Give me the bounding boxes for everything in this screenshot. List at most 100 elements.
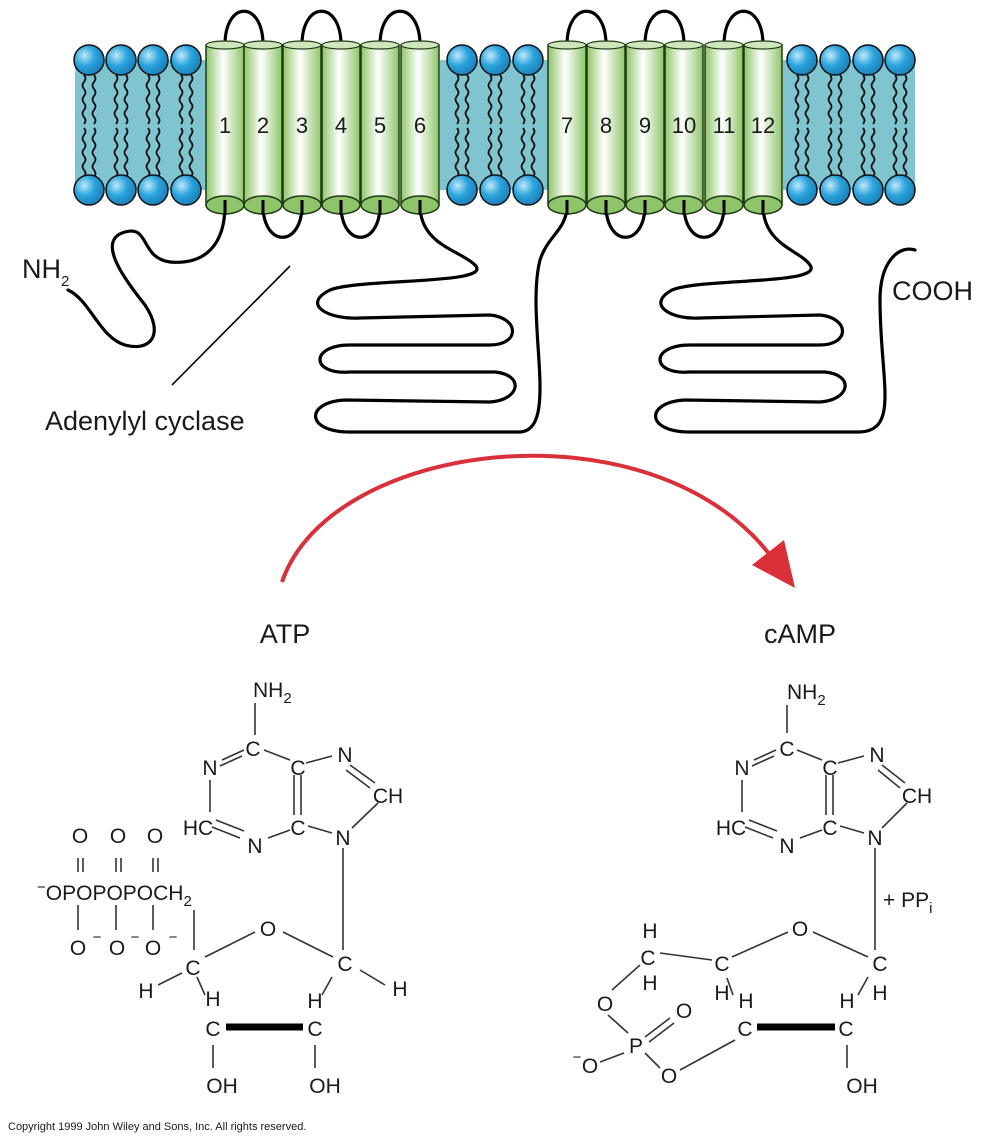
lipid-head bbox=[105, 44, 137, 76]
atom-h: H bbox=[738, 990, 753, 1013]
lipid-tail bbox=[497, 74, 503, 125]
lipid-tail bbox=[155, 74, 161, 125]
helix-label: 11 bbox=[713, 113, 736, 138]
ring-oxygen: O bbox=[260, 918, 276, 941]
helix-label: 2 bbox=[257, 113, 269, 138]
loop-4-5 bbox=[339, 203, 382, 239]
lipid-tail bbox=[827, 127, 833, 178]
helix-label: 6 bbox=[414, 113, 426, 138]
helix-label: 7 bbox=[561, 113, 573, 138]
lipid-head bbox=[819, 44, 851, 76]
substrate-label: ATP bbox=[260, 619, 311, 649]
helix-label: 5 bbox=[374, 113, 386, 138]
lipid-tail bbox=[113, 74, 119, 125]
hydroxyl: OH bbox=[846, 1075, 878, 1098]
lipid-tail bbox=[837, 127, 843, 178]
lipid-tail bbox=[81, 74, 87, 125]
charge-minus: − bbox=[131, 929, 140, 946]
atom-c3-prime: C bbox=[737, 1018, 752, 1041]
atom-c1-prime: C bbox=[872, 953, 887, 976]
helix-11: 11 bbox=[704, 40, 744, 215]
loop-11-12 bbox=[722, 9, 765, 47]
loop-9-10 bbox=[643, 9, 686, 47]
atom-c4-prime: C bbox=[714, 953, 729, 976]
atom-h: H bbox=[839, 990, 854, 1013]
pyrophosphate-label: + PPi bbox=[883, 889, 932, 917]
lipid-tail bbox=[860, 74, 866, 125]
atom-n9: N bbox=[335, 827, 350, 850]
lipid-head bbox=[73, 44, 105, 76]
atom-c5: C bbox=[822, 757, 837, 780]
phosphate-o: O bbox=[72, 825, 88, 848]
lipid-tail bbox=[487, 74, 493, 125]
atom-h: H bbox=[138, 980, 153, 1003]
lipid-head bbox=[786, 174, 818, 206]
helix-12: 12 bbox=[743, 40, 783, 215]
atom-n1: N bbox=[734, 757, 749, 780]
atom-c6: C bbox=[779, 738, 794, 761]
helix-10: 10 bbox=[664, 40, 704, 215]
atom-c2: HC bbox=[183, 817, 213, 840]
loop-10-11 bbox=[682, 203, 726, 239]
lipid-tail bbox=[860, 127, 866, 178]
atom-n7: N bbox=[337, 744, 352, 767]
lipid-tail bbox=[178, 127, 184, 178]
lipid-head bbox=[170, 44, 202, 76]
cytoplasmic-domain-c1 bbox=[314, 203, 569, 434]
atom-n3: N bbox=[247, 835, 262, 858]
phosphate-o: O bbox=[676, 1000, 692, 1023]
atom-h: H bbox=[642, 972, 657, 995]
lipid-tail bbox=[464, 127, 470, 178]
atp-nh2: NH2 bbox=[253, 679, 292, 707]
lipid-tail bbox=[520, 74, 526, 125]
lipid-tail bbox=[804, 74, 810, 125]
lipid-tail bbox=[188, 127, 194, 178]
phosphate-o: O bbox=[70, 937, 86, 960]
ring-oxygen: O bbox=[792, 918, 808, 941]
atom-h: H bbox=[392, 978, 407, 1001]
helix-4: 4 bbox=[321, 40, 361, 215]
cytoplasmic-domain-c2 bbox=[654, 203, 917, 434]
copyright-notice: Copyright 1999 John Wiley and Sons, Inc.… bbox=[8, 1121, 306, 1133]
lipid-tail bbox=[892, 127, 898, 178]
atom-h: H bbox=[307, 990, 322, 1013]
loop-3-4 bbox=[300, 9, 343, 47]
c-terminus-label: COOH bbox=[892, 276, 973, 306]
lipid-tail bbox=[870, 74, 876, 125]
lipid-tail bbox=[870, 127, 876, 178]
lipid-head bbox=[852, 44, 884, 76]
atom-c4: C bbox=[290, 817, 305, 840]
lipid-tail bbox=[892, 74, 898, 125]
lipid-tail bbox=[497, 127, 503, 178]
reaction-arrow bbox=[280, 453, 795, 588]
lipid-tail bbox=[827, 74, 833, 125]
lipid-tail bbox=[454, 127, 460, 178]
lipid-head bbox=[479, 174, 511, 206]
lipid-tail bbox=[155, 127, 161, 178]
helix-7: 7 bbox=[547, 40, 587, 215]
lipid-tail bbox=[113, 127, 119, 178]
lipid-tail bbox=[91, 127, 97, 178]
lipid-tail bbox=[81, 127, 87, 178]
hydroxyl: OH bbox=[309, 1075, 341, 1098]
helix-label: 3 bbox=[296, 113, 308, 138]
n-terminal-chain bbox=[66, 203, 227, 349]
lipid-tail bbox=[487, 127, 493, 178]
lipid-head bbox=[512, 44, 544, 76]
lipid-tail bbox=[178, 74, 184, 125]
lipid-tail bbox=[794, 127, 800, 178]
atp-structure: NH2 C N C N CH N C N HC O O O −OPOPOPOCH… bbox=[37, 679, 408, 1098]
triphosphate-chain: −OPOPOPOCH2 bbox=[37, 879, 192, 910]
atom-c1-prime: C bbox=[337, 953, 352, 976]
atom-h: H bbox=[205, 988, 220, 1011]
atom-c5-prime: C bbox=[640, 947, 655, 970]
helix-3: 3 bbox=[282, 40, 322, 215]
lipid-bilayer bbox=[73, 44, 916, 206]
helix-label: 8 bbox=[600, 113, 612, 138]
lipid-tail bbox=[837, 74, 843, 125]
lipid-tail bbox=[91, 74, 97, 125]
lipid-head bbox=[479, 44, 511, 76]
lipid-tail bbox=[464, 74, 470, 125]
phosphate-o: O bbox=[110, 825, 126, 848]
